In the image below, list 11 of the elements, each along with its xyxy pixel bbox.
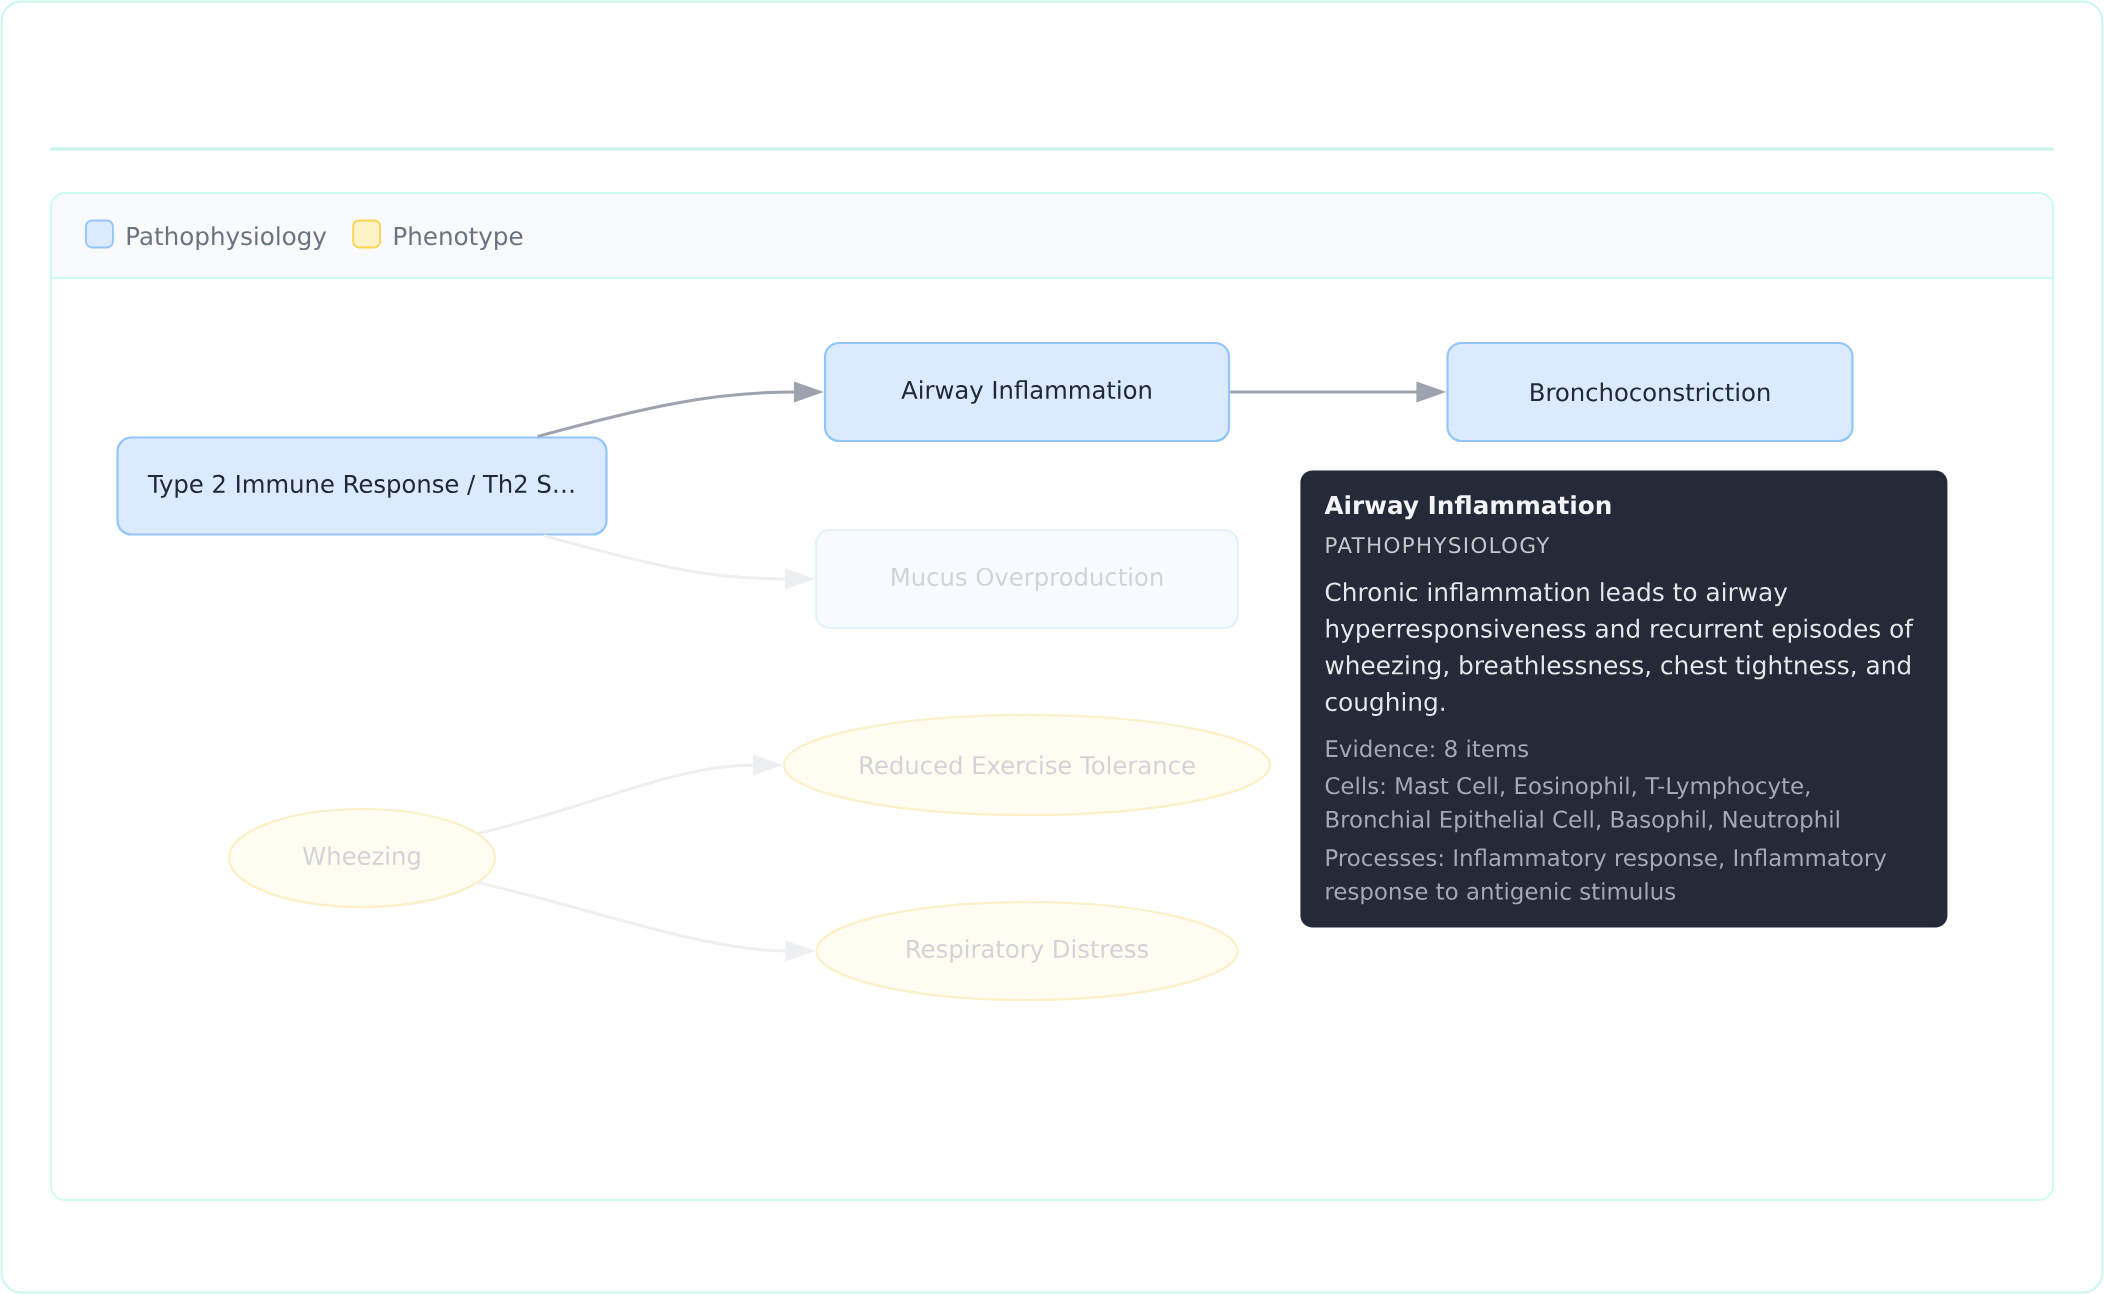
- tooltip-heading: Airway Inflammation: [1324, 495, 1611, 520]
- category-label: PATHOPHYSIOLOGY: [1326, 537, 1550, 554]
- legend-label: Pathophysiology: [127, 226, 327, 251]
- detail-text: Processes: Inflammatory response, Inflammatory response to antigenic stimulus: [1326, 848, 1887, 905]
- process-box: Bronchoconstriction: [1446, 341, 1854, 443]
- description-text: Chronic inflammation leads to airway hyperresponsiveness and recurrent episodes of wheezing, breathlessness, chest tightness, and coughing.: [1325, 582, 1914, 716]
- process-box: Airway Inflammation: [823, 341, 1231, 443]
- legend-label: Phenotype: [394, 226, 523, 251]
- detail-text: Cells: Mast Cell, Eosinophil, T-Lymphocyte, Bronchial Epithelial Cell, Basophil, Neutrophil: [1325, 776, 1839, 833]
- detail-text: Evidence: 8 items: [1326, 739, 1528, 758]
- process-box: Type 2 Immune Response / Th2 S…: [116, 436, 608, 536]
